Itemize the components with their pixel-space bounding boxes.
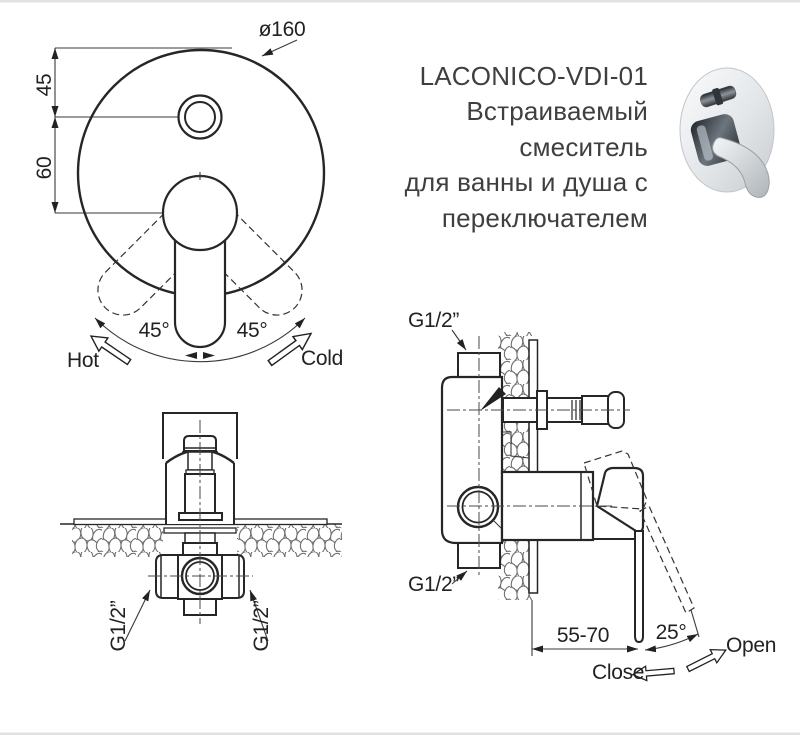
section-wedge — [480, 387, 506, 411]
side-section-view: G1/2” G1/2” 55-70 25° Open Close — [408, 309, 776, 684]
open-angle-arc — [644, 633, 699, 653]
description-line-2: смеситель — [519, 132, 648, 162]
wall-hatching — [498, 332, 532, 600]
swing-arc-center-ticks — [185, 352, 215, 359]
depth-label: 55-70 — [557, 624, 609, 647]
dim-45-label: 45 — [33, 74, 56, 97]
trim-plate — [528, 339, 539, 594]
description-line-3: для ванны и душа с — [405, 167, 648, 197]
bottom-edge — [0, 732, 800, 735]
escutcheon-sides — [165, 463, 235, 524]
handle-lever — [634, 530, 644, 644]
handle-stem-fill — [175, 240, 225, 347]
product-photo — [679, 67, 775, 198]
handle-ghost-positions — [97, 197, 303, 316]
description-line-4: переключателем — [442, 203, 648, 233]
handle-pivot — [161, 174, 239, 252]
photo-diverter-knob — [700, 85, 737, 108]
title-block: LACONICO-VDI-01 Встраиваемый смеситель д… — [405, 61, 648, 233]
diameter-label: ø160 — [259, 18, 306, 41]
thread-bottom-label: G1/2” — [408, 573, 459, 596]
thread-left-leader — [124, 589, 151, 642]
photo-handle-lever — [712, 137, 770, 198]
close-label: Close — [592, 661, 644, 684]
handle-stem — [173, 240, 227, 349]
thread-left-label: G1/2” — [107, 600, 130, 651]
front-view: 45 60 45° 45° ø160 Hot Cold — [33, 18, 343, 372]
open-angle-label: 25° — [656, 621, 687, 644]
hot-label: Hot — [67, 349, 99, 372]
description-line-1: Встраиваемый — [466, 96, 648, 126]
cold-label: Cold — [301, 347, 343, 370]
center-mark — [196, 172, 204, 180]
model-name: LACONICO-VDI-01 — [420, 61, 648, 91]
swing-arc — [94, 317, 306, 363]
swing-right-label: 45° — [237, 319, 268, 342]
handle-ghost-open-position — [583, 450, 695, 614]
diameter-leader — [261, 39, 298, 57]
top-edge — [0, 0, 800, 3]
diverter-button-inner — [184, 101, 216, 133]
thread-top-label: G1/2” — [408, 309, 459, 332]
thread-right-label: G1/2” — [250, 600, 273, 651]
dim-60-label: 60 — [33, 157, 56, 180]
outlet-bore-outer — [456, 485, 500, 529]
wall-section-view: G1/2” G1/2” — [60, 412, 342, 652]
thread-top-leader — [451, 329, 467, 351]
thread-bottom-leader — [451, 570, 468, 585]
swing-left-label: 45° — [139, 319, 170, 342]
open-label: Open — [726, 634, 776, 657]
outlet-bore-inner — [461, 490, 495, 524]
thread-right-leader — [249, 589, 269, 642]
